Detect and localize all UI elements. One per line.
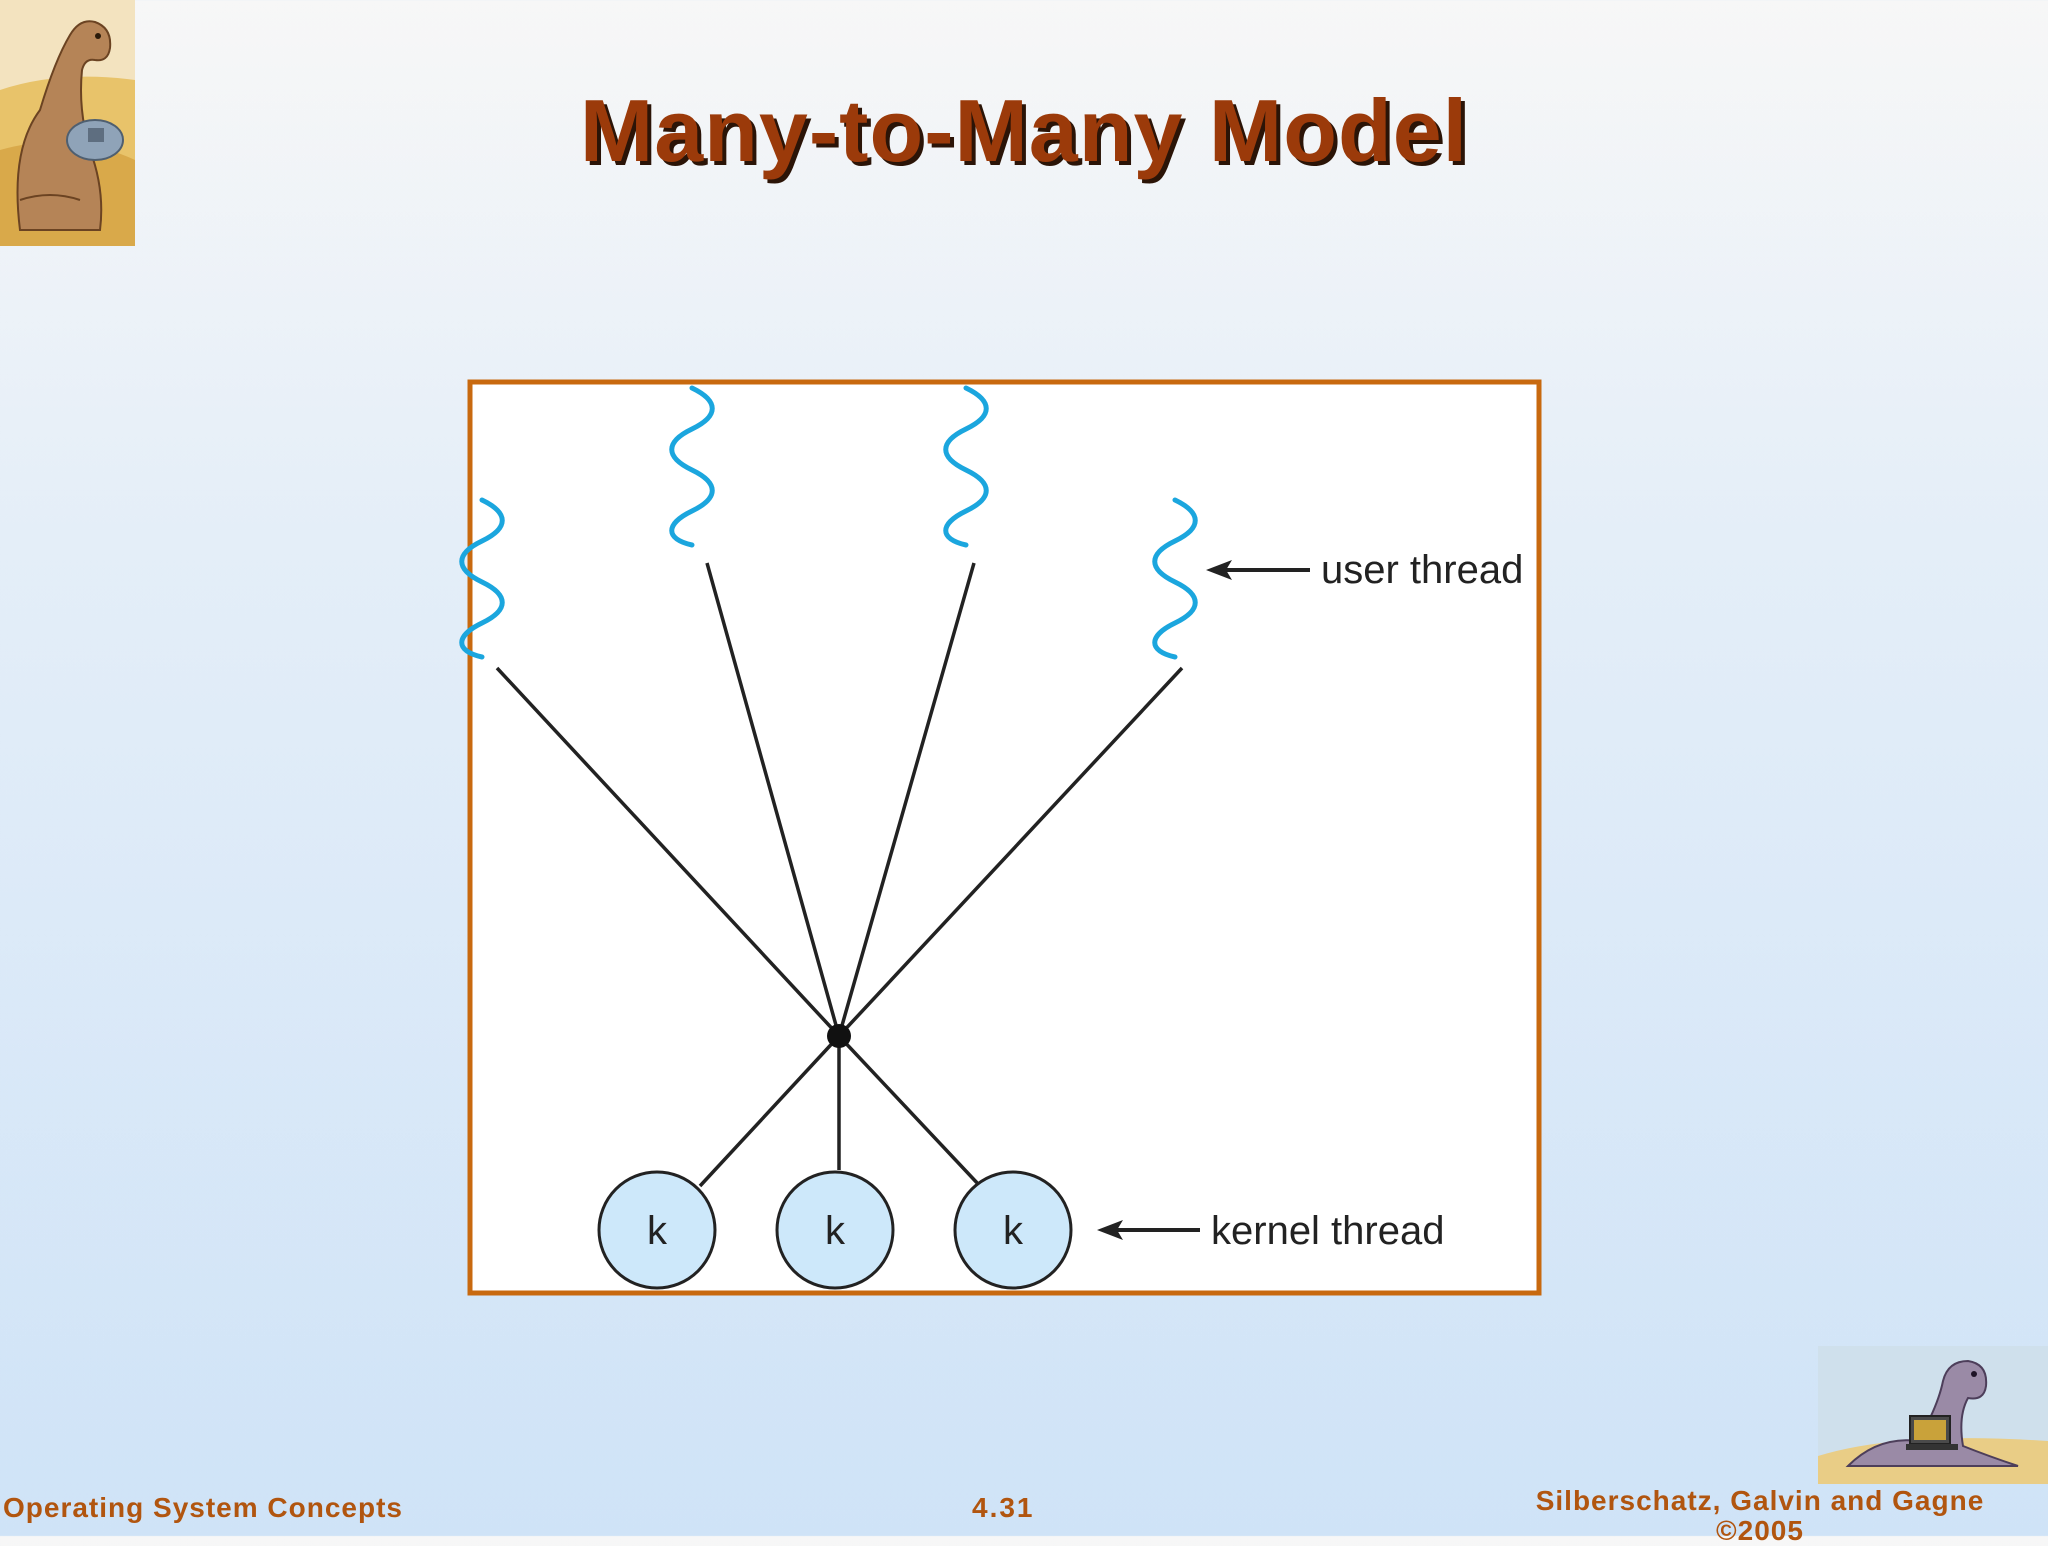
kernel-thread-label: kernel thread bbox=[1211, 1209, 1444, 1253]
diagram-frame bbox=[467, 379, 1542, 1296]
connection-line bbox=[837, 562, 976, 1037]
footer-copyright: ©2005 bbox=[1716, 1515, 1804, 1546]
user-thread-label: user thread bbox=[1321, 548, 1523, 592]
footer-authors-names: Silberschatz, Galvin and Gagne bbox=[1535, 1485, 1985, 1516]
dinosaur-reading-icon bbox=[0, 0, 135, 246]
user-thread-icon bbox=[943, 385, 989, 548]
kernel-thread-arrow bbox=[1097, 1220, 1200, 1240]
kernel-thread-node: k bbox=[775, 1170, 895, 1290]
footer-book-title: Operating System Concepts bbox=[3, 1492, 403, 1523]
footer-authors: Silberschatz, Galvin and Gagne ©2005 bbox=[1520, 1486, 2000, 1546]
user-connection-lines bbox=[495, 562, 1184, 1038]
kernel-connection-lines bbox=[698, 1034, 982, 1188]
kernel-node-label: k bbox=[825, 1209, 846, 1253]
connection-line bbox=[495, 666, 841, 1038]
user-thread-icon bbox=[669, 385, 715, 548]
connection-line bbox=[837, 1034, 982, 1188]
connection-line bbox=[705, 562, 841, 1037]
mapping-hub bbox=[827, 1024, 851, 1048]
user-thread-icon bbox=[459, 497, 505, 660]
kernel-thread-node: k bbox=[953, 1170, 1073, 1290]
kernel-thread-node: k bbox=[597, 1170, 717, 1290]
footer-page-number: 4.31 bbox=[972, 1492, 1035, 1523]
user-thread-arrow bbox=[1206, 560, 1310, 580]
user-threads bbox=[459, 385, 1198, 660]
slide-title: Many-to-Many Model bbox=[579, 81, 1469, 180]
kernel-node-label: k bbox=[1003, 1209, 1024, 1253]
user-thread-icon bbox=[1152, 497, 1198, 660]
connection-line bbox=[698, 1034, 841, 1188]
dinosaur-laptop-icon bbox=[1818, 1346, 2048, 1484]
connection-line bbox=[837, 666, 1184, 1038]
kernel-node-label: k bbox=[647, 1209, 668, 1253]
